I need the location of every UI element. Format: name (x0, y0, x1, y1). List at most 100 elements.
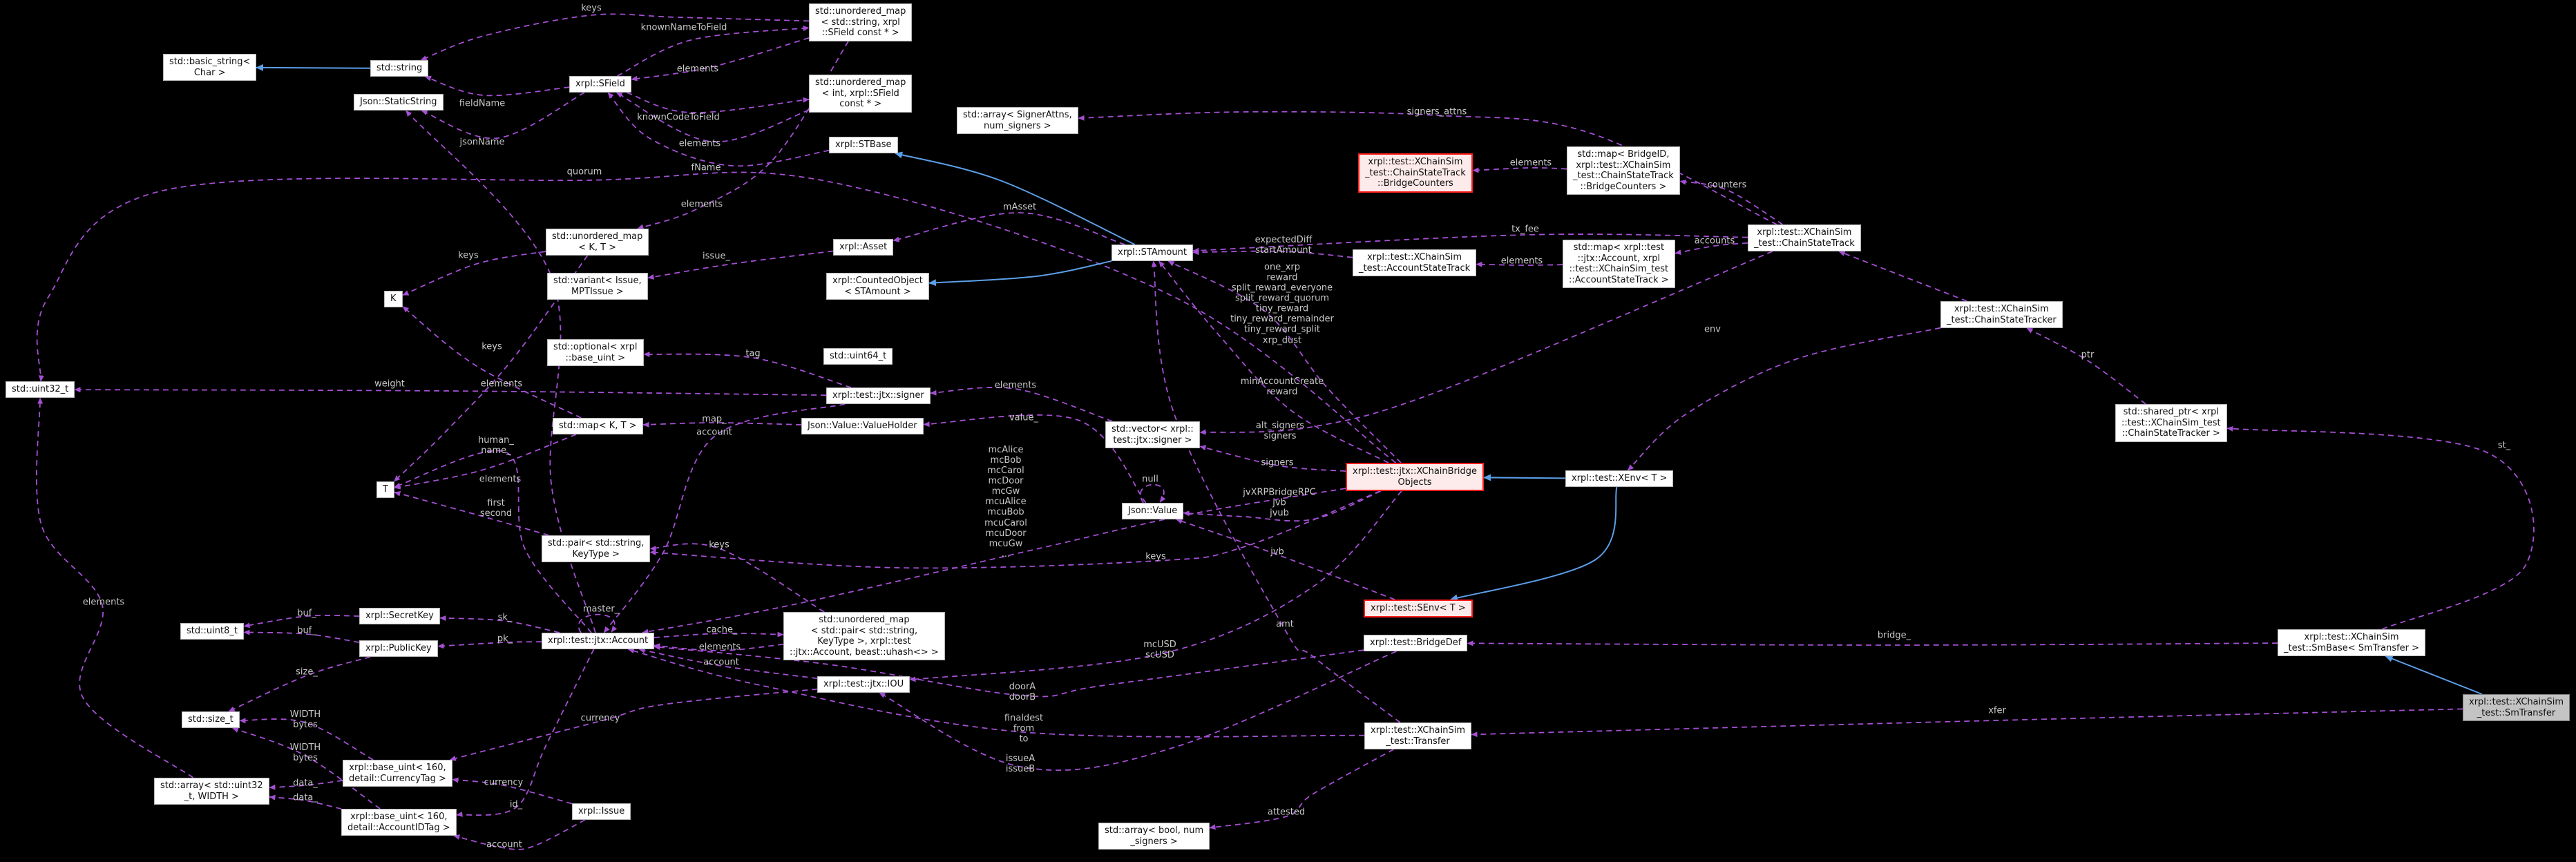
node-bridgecounters[interactable]: xrpl::test::XChainSim _test::ChainStateT… (1358, 153, 1473, 193)
edge-secretkey-uint8 (243, 615, 360, 629)
edge-sfield-um_name (617, 26, 810, 77)
node-bridgedef[interactable]: xrpl::test::BridgeDef (1364, 635, 1468, 651)
edge-account-account (578, 613, 618, 633)
node-um_name[interactable]: std::unordered_map < std::string, xrpl :… (809, 3, 913, 41)
edge-vector_signer-signer (930, 387, 1113, 422)
edge-publickey-size_t (228, 656, 371, 712)
node-asset[interactable]: xrpl::Asset (833, 239, 894, 256)
edge-xchainbridge-uint32 (36, 171, 1397, 463)
node-base_uint_acct[interactable]: xrpl::base_uint< 160, detail::AccountIDT… (341, 809, 457, 836)
edge-array_uint32-uint32 (35, 397, 194, 778)
node-account[interactable]: xrpl::test::jtx::Account (542, 633, 655, 649)
edge-xchainbridge-vector_signer (1199, 445, 1346, 472)
edge-valueholder-map_kt (642, 421, 802, 428)
node-stamount[interactable]: xrpl::STAmount (1112, 245, 1193, 261)
node-signer[interactable]: xrpl::test::jtx::signer (826, 387, 931, 404)
edge-senv-json_value (1176, 519, 1395, 600)
edge-account-um_pair (653, 631, 784, 638)
node-map_kt[interactable]: std::map< K, T > (553, 418, 643, 434)
node-chainstatetracker[interactable]: xrpl::test::XChainSim _test::ChainStateT… (1940, 301, 2063, 329)
edge-base_uint_cur-array_uint32 (269, 780, 343, 790)
node-string[interactable]: std::string (370, 60, 429, 77)
node-array_bool[interactable]: std::array< bool, num _signers > (1098, 823, 1210, 850)
node-transfer[interactable]: xrpl::test::XChainSim _test::Transfer (1364, 722, 1472, 750)
edge-chainstatetrack-map_account_ast (1675, 242, 1748, 256)
node-xenv[interactable]: xrpl::test::XEnv< T > (1565, 470, 1674, 487)
edge-um_name-string (420, 13, 810, 61)
edge-bridgedef-iou (879, 651, 1397, 771)
edge-smbase-bridgedef (1467, 640, 2278, 646)
node-accountstatetrack[interactable]: xrpl::test::XChainSim _test::AccountStat… (1353, 249, 1477, 277)
node-chainstatetrack[interactable]: xrpl::test::XChainSim _test::ChainStateT… (1748, 224, 1861, 252)
node-variant[interactable]: std::variant< Issue, MPTIssue > (547, 273, 648, 300)
node-countedobj[interactable]: xrpl::CountedObject < STAmount > (826, 273, 929, 300)
node-smbase[interactable]: xrpl::test::XChainSim _test::SmBase< SmT… (2278, 629, 2426, 657)
node-base_uint_cur[interactable]: xrpl::base_uint< 160, detail::CurrencyTa… (343, 760, 452, 787)
node-shared_ptr[interactable]: std::shared_ptr< xrpl ::test::XChainSim_… (2115, 404, 2227, 442)
node-basic_string[interactable]: std::basic_string< Char > (163, 54, 257, 82)
node-senv[interactable]: xrpl::test::SEnv< T > (1364, 600, 1473, 617)
edge-chainstatetrack-vector_signer (1199, 251, 1773, 435)
edge-xchainbridge-stamount (1167, 260, 1402, 463)
node-json_value[interactable]: Json::Value (1122, 503, 1184, 519)
edge-json_value-json_value (1140, 483, 1166, 504)
node-stbase[interactable]: xrpl::STBase (829, 137, 898, 153)
node-publickey[interactable]: xrpl::PublicKey (359, 640, 438, 657)
node-signerattns[interactable]: std::array< SignerAttns, num_signers > (957, 107, 1078, 135)
node-T[interactable]: T (376, 481, 394, 498)
edge-stamount-stbase (895, 151, 1136, 245)
edge-smtransfer-smbase (2385, 655, 2483, 695)
edge-iou-account (638, 647, 818, 680)
edge-pair_keytype-T (394, 490, 549, 536)
node-smtransfer[interactable]: xrpl::test::XChainSim _test::SmTransfer (2463, 694, 2570, 722)
edge-um_name-um_kt (637, 41, 849, 230)
edge-transfer-stamount (1151, 260, 1401, 723)
edge-um_pair-account (653, 643, 784, 651)
edge-asset-variant (647, 250, 834, 280)
edge-um_pair-pair_keytype (649, 543, 825, 613)
edge-issue-base_uint_acct (453, 819, 586, 850)
node-vector_signer[interactable]: std::vector< xrpl:: test::jtx::signer > (1105, 421, 1200, 449)
node-um_pair[interactable]: std::unordered_map < std::pair< std::str… (783, 612, 945, 661)
edge-map_bridgeid-bridgecounters (1472, 167, 1567, 173)
edge-publickey-uint8 (243, 629, 360, 643)
edge-chainstatetracker-chainstatetrack (1838, 251, 1967, 302)
node-uint32[interactable]: std::uint32_t (6, 381, 75, 398)
edge-xchainbridge-json_value (1183, 490, 1382, 522)
node-um_kt[interactable]: std::unordered_map < K, T > (546, 229, 649, 256)
node-optional[interactable]: std::optional< xrpl ::base_uint > (547, 339, 644, 367)
node-secretkey[interactable]: xrpl::SecretKey (359, 608, 440, 624)
edge-sfield-um_code (627, 92, 810, 113)
edge-xchainbridge-pair_keytype (649, 490, 1381, 569)
node-iou[interactable]: xrpl::test::jtx::IOU (817, 676, 910, 693)
node-map_bridgeid[interactable]: std::map< BridgeID, xrpl::test::XChainSi… (1567, 146, 1680, 195)
edge-signer-optional (643, 352, 852, 388)
node-um_code[interactable]: std::unordered_map < int, xrpl::SField c… (809, 75, 913, 113)
node-valueholder[interactable]: Json::Value::ValueHolder (801, 418, 924, 434)
node-staticstring[interactable]: Json::StaticString (354, 94, 443, 111)
edge-json_value-valueholder (923, 414, 1147, 504)
node-size_t[interactable]: std::size_t (182, 711, 240, 728)
node-xchainbridge[interactable]: xrpl::test::jtx::XChainBridge Objects (1346, 463, 1485, 492)
node-array_uint32[interactable]: std::array< std::uint32 _t, WIDTH > (154, 778, 269, 805)
node-uint64[interactable]: std::uint64_t (823, 348, 893, 365)
node-uint8[interactable]: std::uint8_t (180, 623, 244, 640)
node-issue[interactable]: xrpl::Issue (572, 803, 631, 820)
edge-smbase-shared_ptr (2226, 425, 2535, 630)
node-pair_keytype[interactable]: std::pair< std::string, KeyType > (542, 535, 651, 563)
edge-sfield-string (425, 75, 570, 97)
edge-xenv-senv (1450, 486, 1618, 602)
edge-sfield-staticstring (421, 92, 585, 140)
edge-signer-uint32 (74, 387, 827, 396)
node-map_account_ast[interactable]: std::map< xrpl::test ::jtx::Account, xrp… (1563, 240, 1675, 289)
edge-stamount-countedobj (928, 260, 1112, 287)
node-K[interactable]: K (384, 291, 403, 307)
edge-account-T (394, 450, 592, 633)
edge-chainstatetracker-xenv (1627, 327, 1941, 471)
edge-base_uint_acct-size_t (232, 727, 381, 810)
edge-transfer-array_bool (1209, 749, 1394, 830)
edge-accountstatetrack-stamount (1192, 249, 1353, 258)
edge-bridgedef-account (653, 644, 1364, 698)
node-sfield[interactable]: xrpl::SField (569, 76, 631, 93)
